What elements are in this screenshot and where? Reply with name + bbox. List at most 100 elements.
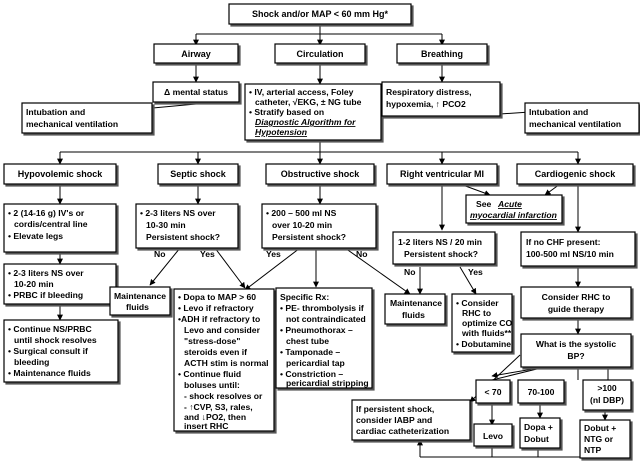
svg-text:with fluids**: with fluids** bbox=[461, 328, 512, 338]
svg-text:Maintenance: Maintenance bbox=[390, 298, 442, 308]
svg-text:10-30 min: 10-30 min bbox=[146, 220, 186, 230]
svg-text:See: See bbox=[476, 199, 492, 209]
label-obstructive-no: No bbox=[356, 249, 367, 259]
svg-text:Obstructive shock: Obstructive shock bbox=[281, 169, 361, 179]
node-circulation: Circulation bbox=[274, 43, 366, 64]
label-rv-no: No bbox=[404, 267, 415, 277]
svg-text:If no CHF present:: If no CHF present: bbox=[526, 237, 601, 247]
label-septic-no: No bbox=[154, 249, 165, 259]
svg-text:•ADH if refractory to: •ADH if refractory to bbox=[178, 314, 260, 324]
svg-text:If persistent shock,: If persistent shock, bbox=[356, 404, 434, 414]
node-dopa-dobut: Dopa + Dobut bbox=[519, 417, 561, 449]
svg-text:Persistent shock?: Persistent shock? bbox=[404, 249, 478, 259]
node-levo: Levo bbox=[473, 423, 513, 447]
svg-text:100-500 ml NS/10 min: 100-500 ml NS/10 min bbox=[526, 249, 614, 259]
svg-text:Respiratory distress,: Respiratory distress, bbox=[386, 87, 472, 97]
node-consider-rhc-guide: Consider RHC to guide therapy bbox=[520, 286, 632, 319]
svg-text:1-2 liters NS / 20 min: 1-2 liters NS / 20 min bbox=[398, 237, 482, 247]
svg-text:Specific Rx:: Specific Rx: bbox=[280, 292, 329, 302]
svg-text:Consider RHC to: Consider RHC to bbox=[542, 292, 611, 302]
svg-text:• 200 – 500 ml NS: • 200 – 500 ml NS bbox=[266, 208, 337, 218]
svg-text:fluids: fluids bbox=[402, 310, 425, 320]
svg-text:Hypovolemic shock: Hypovolemic shock bbox=[18, 169, 104, 179]
svg-text:• Surgical consult if: • Surgical consult if bbox=[8, 346, 88, 356]
node-right-ventricular-mi: Right ventricular MI bbox=[386, 163, 498, 185]
node-bp-lt70: < 70 bbox=[475, 379, 511, 404]
node-breathing: Breathing bbox=[396, 43, 488, 64]
node-mental-status: Δ mental status bbox=[152, 81, 240, 103]
svg-text:"stress-dose": "stress-dose" bbox=[184, 336, 240, 346]
svg-text:10-20 min: 10-20 min bbox=[14, 279, 54, 289]
node-see-acute-mi: See Acute myocardial infarction bbox=[465, 194, 563, 224]
svg-text:• Dobutamine: • Dobutamine bbox=[456, 339, 511, 349]
svg-text:• PE- thrombolysis if: • PE- thrombolysis if bbox=[280, 303, 364, 313]
node-circulation-detail: • IV, arterial access, Foley catheter, √… bbox=[244, 83, 382, 141]
svg-text:optimize CO: optimize CO bbox=[462, 318, 512, 328]
svg-text:• Dopa to MAP > 60: • Dopa to MAP > 60 bbox=[178, 292, 256, 302]
svg-text:fluids: fluids bbox=[126, 302, 149, 312]
svg-text:over 10-20 min: over 10-20 min bbox=[272, 220, 332, 230]
svg-text:Dobut: Dobut bbox=[524, 434, 549, 444]
node-hypovolemic-shock: Hypovolemic shock bbox=[3, 163, 117, 185]
svg-text:catheter, √EKG, ± NG tube: catheter, √EKG, ± NG tube bbox=[255, 97, 362, 107]
svg-text:pericardial tap: pericardial tap bbox=[286, 358, 345, 368]
svg-text:pericardial stripping: pericardial stripping bbox=[286, 378, 369, 388]
node-dopa-levo: • Dopa to MAP > 60 • Levo if refractory … bbox=[173, 288, 275, 432]
diagnostic-algorithm-link[interactable]: Hypotension bbox=[255, 127, 307, 137]
svg-text:(nl DBP): (nl DBP) bbox=[590, 395, 624, 405]
svg-text:NTP: NTP bbox=[584, 445, 601, 455]
node-septic-shock: Septic shock bbox=[157, 163, 239, 185]
node-maintenance-right: Maintenance fluids bbox=[384, 293, 446, 325]
svg-text:steroids even if: steroids even if bbox=[184, 347, 247, 357]
svg-text:chest tube: chest tube bbox=[286, 336, 329, 346]
svg-text:Levo and consider: Levo and consider bbox=[184, 325, 261, 335]
node-airway: Airway bbox=[153, 43, 239, 64]
svg-text:Dobut +: Dobut + bbox=[584, 423, 616, 433]
svg-text:• 2-3 liters NS over: • 2-3 liters NS over bbox=[140, 208, 216, 218]
node-maintenance-left: Maintenance fluids bbox=[109, 286, 171, 316]
svg-text:Shock and/or MAP < 60 mm Hg*: Shock and/or MAP < 60 mm Hg* bbox=[252, 9, 389, 19]
svg-text:Δ mental status: Δ mental status bbox=[164, 87, 228, 97]
svg-text:bleeding: bleeding bbox=[14, 357, 49, 367]
svg-text:Airway: Airway bbox=[181, 49, 211, 59]
svg-text:• Levo if refractory: • Levo if refractory bbox=[178, 303, 254, 313]
svg-text:- shock resolves or: - shock resolves or bbox=[184, 391, 263, 401]
svg-text:< 70: < 70 bbox=[485, 387, 502, 397]
acute-mi-link[interactable]: myocardial infarction bbox=[470, 210, 557, 220]
svg-text:- ↑CVP, S3, rales,: - ↑CVP, S3, rales, bbox=[184, 402, 253, 412]
svg-text:• Continue NS/PRBC: • Continue NS/PRBC bbox=[8, 324, 92, 334]
svg-text:>100: >100 bbox=[597, 383, 617, 393]
svg-text:• PRBC if bleeding: • PRBC if bleeding bbox=[8, 290, 83, 300]
svg-text:cardiac catheterization: cardiac catheterization bbox=[356, 426, 449, 436]
node-consider-rhc-optimize: • Consider RHC to optimize CO with fluid… bbox=[451, 293, 513, 353]
node-dobut-ntg: Dobut + NTG or NTP bbox=[579, 419, 631, 459]
svg-text:70-100: 70-100 bbox=[528, 387, 555, 397]
svg-text:Right ventricular MI: Right ventricular MI bbox=[400, 169, 484, 179]
svg-text:• Continue fluid: • Continue fluid bbox=[178, 369, 241, 379]
node-obstructive-ns: • 200 – 500 ml NS over 10-20 min Persist… bbox=[261, 203, 377, 249]
svg-text:Circulation: Circulation bbox=[296, 49, 343, 59]
diagnostic-algorithm-link[interactable]: Diagnostic Algorithm for bbox=[255, 117, 356, 127]
node-bp-gt100: >100 (nl DBP) bbox=[582, 379, 632, 411]
svg-text:insert RHC: insert RHC bbox=[184, 421, 228, 431]
svg-text:ACTH stim is normal: ACTH stim is normal bbox=[184, 358, 269, 368]
svg-text:• Maintenance fluids: • Maintenance fluids bbox=[8, 368, 91, 378]
svg-text:boluses until:: boluses until: bbox=[184, 380, 240, 390]
node-cardiogenic-shock: Cardiogenic shock bbox=[516, 163, 634, 185]
node-septic-ns: • 2-3 liters NS over 10-30 min Persisten… bbox=[135, 203, 239, 249]
svg-text:What is the systolic: What is the systolic bbox=[536, 339, 616, 349]
node-intubation-left: Intubation and mechanical ventilation bbox=[21, 102, 153, 134]
svg-text:Septic shock: Septic shock bbox=[170, 169, 227, 179]
node-specific-rx: Specific Rx: • PE- thrombolysis if not c… bbox=[275, 287, 373, 389]
node-systolic-bp: What is the systolic BP? bbox=[520, 333, 632, 368]
connectors bbox=[57, 24, 609, 458]
svg-text:• Stratify based on: • Stratify based on bbox=[249, 107, 324, 117]
node-bp-70-100: 70-100 bbox=[517, 379, 565, 404]
svg-text:• IV, arterial access, Foley: • IV, arterial access, Foley bbox=[249, 87, 354, 97]
svg-text:Cardiogenic shock: Cardiogenic shock bbox=[535, 169, 617, 179]
svg-text:• 2-3 liters NS over: • 2-3 liters NS over bbox=[8, 268, 84, 278]
svg-text:Intubation and: Intubation and bbox=[26, 107, 85, 117]
svg-text:• Tamponade –: • Tamponade – bbox=[280, 347, 340, 357]
acute-mi-link[interactable]: Acute bbox=[497, 199, 522, 209]
node-start: Shock and/or MAP < 60 mm Hg* bbox=[228, 3, 412, 25]
